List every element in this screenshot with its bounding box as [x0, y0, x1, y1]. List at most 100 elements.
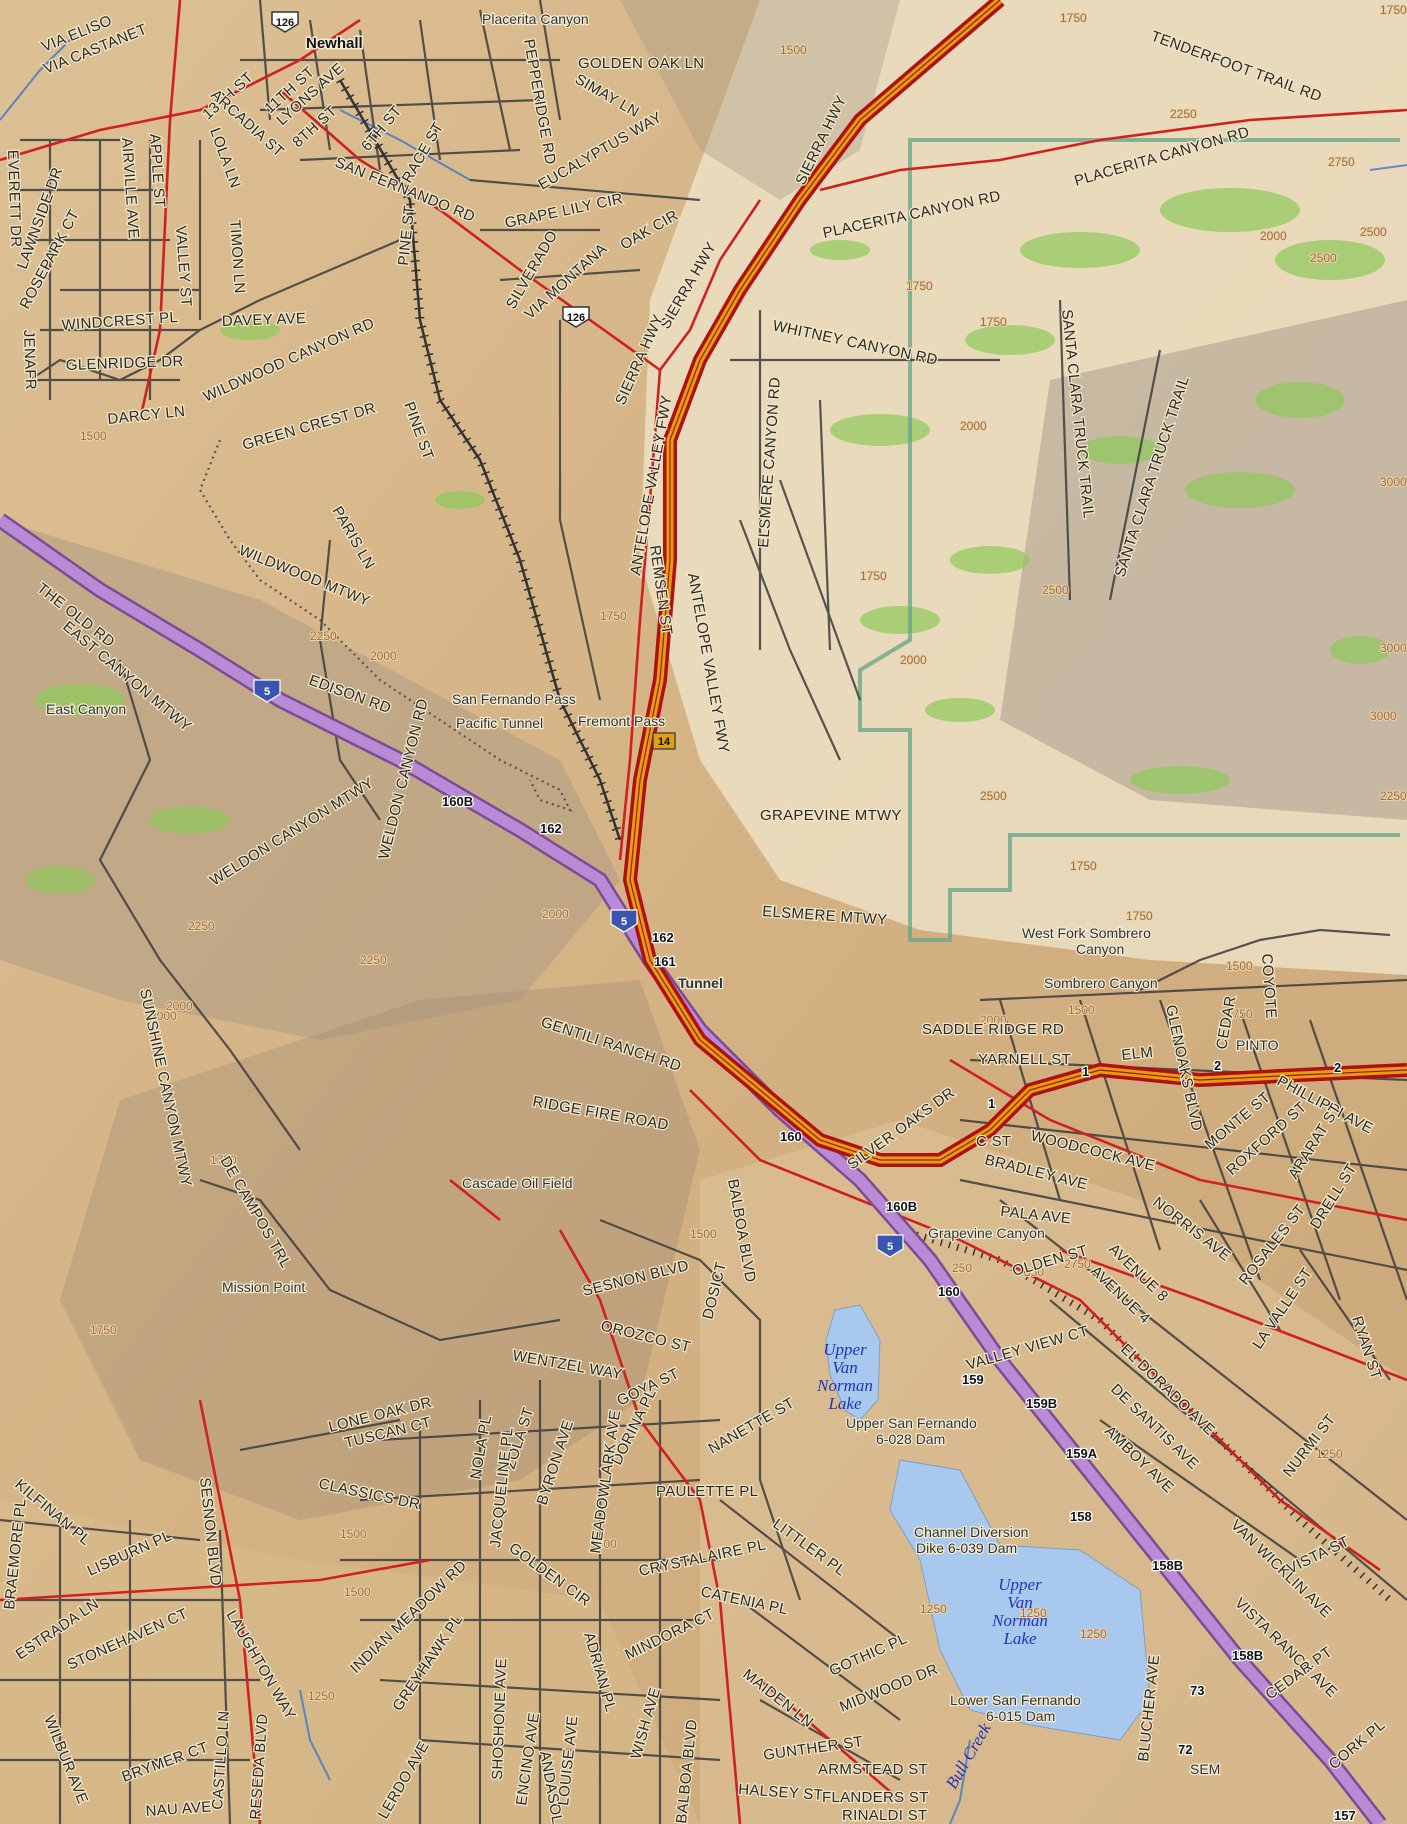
svg-text:C ST: C ST — [976, 1133, 1011, 1150]
svg-text:Mission Point: Mission Point — [222, 1279, 305, 1295]
svg-text:West Fork Sombrero: West Fork Sombrero — [1022, 925, 1151, 941]
contour-label: 1750 — [1126, 909, 1153, 923]
svg-text:Placerita Canyon: Placerita Canyon — [482, 11, 589, 27]
streams — [0, 29, 1407, 1824]
svg-text:126: 126 — [567, 312, 585, 324]
svg-text:GRAPEVINE MTWY: GRAPEVINE MTWY — [760, 807, 902, 824]
contour-label: 2250 — [310, 629, 337, 643]
contour-label: 1250 — [308, 1689, 335, 1703]
lake-label-south: Upper Van Norman Lake — [991, 1575, 1048, 1648]
svg-text:Upper: Upper — [998, 1575, 1042, 1594]
svg-text:GLENRIDGE DR: GLENRIDGE DR — [66, 353, 184, 374]
place-labels: Newhall Placerita Canyon East Canyon San… — [45, 10, 1280, 1779]
svg-text:PAULETTE PL: PAULETTE PL — [656, 1483, 758, 1500]
shield-sr14: 14 — [652, 732, 676, 750]
svg-text:ARMSTEAD ST: ARMSTEAD ST — [818, 1761, 928, 1778]
contour-label: 1500 — [344, 1585, 371, 1599]
svg-text:6-015 Dam: 6-015 Dam — [986, 1708, 1055, 1724]
contour-label: 1500 — [340, 1527, 367, 1541]
svg-text:Newhall: Newhall — [306, 35, 363, 52]
svg-text:RINALDI ST: RINALDI ST — [842, 1807, 928, 1824]
svg-text:ELM: ELM — [1121, 1044, 1154, 1064]
contour-label: 2000 — [980, 1013, 1007, 1027]
contour-label: 2250 — [1170, 107, 1197, 121]
svg-text:Pacific Tunnel: Pacific Tunnel — [456, 715, 543, 731]
shield-sr126-south: 126 — [562, 306, 590, 328]
contour-label: 2000 — [900, 653, 927, 667]
contour-label: 1500 — [80, 429, 107, 443]
freeway-14 — [622, 0, 1407, 1167]
contour-label: 1750 — [90, 1323, 117, 1337]
svg-text:5: 5 — [264, 686, 270, 698]
svg-text:73: 73 — [1190, 1683, 1204, 1698]
contour-label: 2250 — [1380, 789, 1407, 803]
svg-text:SADDLE RIDGE RD: SADDLE RIDGE RD — [922, 1021, 1064, 1038]
svg-text:159A: 159A — [1066, 1446, 1098, 1461]
railroad — [338, 79, 622, 841]
svg-text:Grapevine Canyon: Grapevine Canyon — [928, 1225, 1045, 1241]
shield-i5-south: 5 — [876, 1234, 904, 1258]
svg-text:SHOSHONE AVE: SHOSHONE AVE — [489, 1658, 510, 1780]
svg-text:Tunnel: Tunnel — [678, 975, 723, 991]
svg-text:6-028 Dam: 6-028 Dam — [876, 1431, 945, 1447]
contour-label: 2000 — [960, 419, 987, 433]
shield-sr126-north: 126 — [271, 11, 299, 33]
svg-text:Dike 6-039 Dam: Dike 6-039 Dam — [916, 1540, 1017, 1556]
contour-label: 1500 — [1226, 959, 1253, 973]
svg-text:Norman: Norman — [816, 1376, 873, 1395]
svg-text:Lower San Fernando: Lower San Fernando — [950, 1692, 1081, 1708]
contour-label: 2250 — [360, 953, 387, 967]
svg-text:JENAFR: JENAFR — [20, 330, 39, 391]
svg-text:160: 160 — [938, 1284, 960, 1299]
shield-i5-center: 5 — [610, 909, 638, 933]
contour-label: 2000 — [1260, 229, 1287, 243]
contour-label: 1500 — [690, 1227, 717, 1241]
svg-text:1: 1 — [1082, 1064, 1089, 1079]
svg-text:Channel Diversion: Channel Diversion — [914, 1524, 1028, 1540]
svg-text:2: 2 — [1334, 1060, 1341, 1075]
upper-van-norman-lake-south — [889, 1459, 1151, 1741]
svg-text:Upper: Upper — [823, 1340, 867, 1359]
contour-label: 2750 — [1328, 155, 1355, 169]
svg-text:Sombrero Canyon: Sombrero Canyon — [1044, 975, 1158, 991]
svg-text:FLANDERS ST: FLANDERS ST — [822, 1789, 929, 1806]
svg-text:160B: 160B — [886, 1199, 917, 1214]
svg-text:160: 160 — [780, 1129, 802, 1144]
contour-label: 2000 — [166, 999, 193, 1013]
shield-i5-west: 5 — [253, 679, 281, 703]
contour-label: 1750 — [210, 1153, 237, 1167]
svg-text:Canyon: Canyon — [1076, 941, 1124, 957]
contour-label: 1500 — [590, 1537, 617, 1551]
svg-text:1: 1 — [988, 1096, 995, 1111]
svg-text:157: 157 — [1334, 1808, 1356, 1823]
contour-label: 1500 — [780, 43, 807, 57]
svg-text:EVERETT DR: EVERETT DR — [4, 150, 24, 248]
svg-text:Van: Van — [832, 1358, 858, 1377]
svg-text:5: 5 — [887, 1241, 893, 1253]
contour-label: 250 — [952, 1261, 972, 1275]
upper-van-norman-lake-north — [825, 1304, 881, 1421]
contour-labels: 1750150017501750200022502500175020002500… — [79, 2, 1407, 1704]
svg-text:PINTO: PINTO — [1236, 1037, 1279, 1053]
svg-text:GOLDEN OAK LN: GOLDEN OAK LN — [578, 55, 704, 72]
svg-text:159: 159 — [962, 1372, 984, 1387]
svg-text:Upper San Fernando: Upper San Fernando — [846, 1415, 977, 1431]
svg-text:Van: Van — [1007, 1593, 1033, 1612]
svg-text:Norman: Norman — [991, 1611, 1048, 1630]
contour-label: 1250 — [1316, 1447, 1343, 1461]
contour-label: 1750 — [906, 279, 933, 293]
svg-text:Cascade Oil Field: Cascade Oil Field — [462, 1175, 573, 1191]
svg-text:Fremont Pass: Fremont Pass — [578, 713, 665, 729]
svg-text:161: 161 — [654, 954, 676, 969]
contour-label: 1500 — [1096, 927, 1123, 941]
contour-label: 1250 — [1080, 1627, 1107, 1641]
contour-label: 1500 — [1068, 1003, 1095, 1017]
contour-label: 2500 — [1042, 583, 1069, 597]
svg-text:158B: 158B — [1232, 1648, 1263, 1663]
contour-label: 1750 — [980, 315, 1007, 329]
svg-text:2: 2 — [1214, 1058, 1221, 1073]
svg-text:SEM: SEM — [1190, 1761, 1220, 1777]
